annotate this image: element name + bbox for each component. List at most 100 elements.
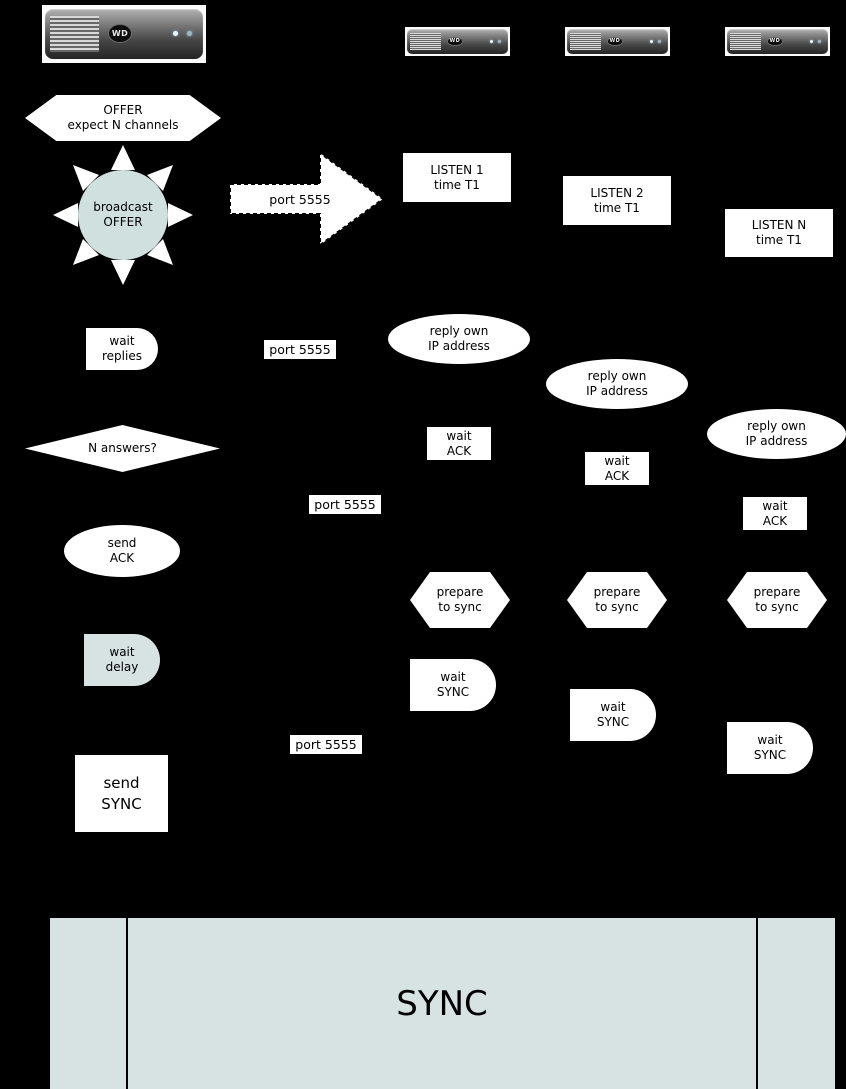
wait-sync-shape-n: wait SYNC [727,722,813,774]
reply-ip-ellipse-2: reply own IP address [546,359,688,409]
device-light-icon [497,39,501,43]
wait-ack-line1: wait [446,428,472,443]
wait-replies-line1: wait [109,334,135,348]
wait-delay-shape: wait delay [84,634,160,686]
media-player-device-2: WD [565,27,670,56]
reply-line1: reply own [587,369,647,383]
prepare-line2: to sync [755,600,799,614]
wait-ack-line1: wait [762,498,788,513]
device-body: WD [567,29,668,54]
sync-bar-label: SYNC [128,918,756,1089]
sync-bar-text: SYNC [396,983,488,1024]
prepare-sync-hex-1: prepare to sync [410,572,510,628]
send-ack-line1: send [107,536,137,550]
wait-sync-line2: SYNC [436,685,470,699]
prepare-line1: prepare [753,585,801,599]
reply-ip-ellipse-n: reply own IP address [707,409,846,459]
prepare-line2: to sync [438,600,482,614]
device-indicator-lights [649,39,661,43]
listen-line2: time T1 [756,233,802,247]
timeline-divider-right [756,918,758,1089]
wait-ack-box-n: wait ACK [743,497,807,530]
broadcast-offer-node: broadcast OFFER [78,170,168,260]
port-label-text: port 5555 [269,191,331,207]
listen-line2: time T1 [434,177,480,192]
send-ack-ellipse: send ACK [64,525,180,577]
device-light-icon [657,39,661,43]
listen-line1: LISTEN 1 [430,162,484,177]
device-vents [410,32,442,51]
wait-ack-line2: ACK [604,468,630,483]
wait-sync-line2: SYNC [753,748,787,762]
media-player-device-main: WD [42,5,206,63]
listen-line1: LISTEN 2 [590,185,644,200]
wait-sync-line1: wait [600,700,626,714]
send-sync-line2: SYNC [101,794,142,813]
reply-line2: IP address [586,384,648,398]
device-light-icon [172,30,178,36]
device-body: WD [727,29,828,54]
device-indicator-lights [489,39,501,43]
wd-logo: WD [607,36,623,46]
device-light-icon [489,39,493,43]
send-ack-line2: ACK [109,551,135,565]
listen-line1: LISTEN N [751,218,807,232]
wait-sync-line2: SYNC [596,715,630,729]
prepare-line1: prepare [436,585,484,599]
wait-replies-delay: wait replies [86,328,158,370]
listen-box-2: LISTEN 2 time T1 [563,176,671,225]
wd-logo: WD [108,24,132,43]
device-indicator-lights [809,39,821,43]
wait-sync-shape-2: wait SYNC [570,689,656,741]
wait-ack-box-1: wait ACK [427,427,491,460]
listen-line2: time T1 [594,200,640,215]
device-indicator-lights [172,29,192,38]
media-player-device-1: WD [405,27,510,56]
port-label-text: port 5555 [295,737,357,752]
listen-box-1: LISTEN 1 time T1 [403,153,511,202]
device-light-icon [649,39,653,43]
reply-ip-ellipse-1: reply own IP address [388,314,530,364]
reply-line1: reply own [747,419,806,433]
port-label-text: port 5555 [269,342,331,357]
wait-ack-line2: ACK [446,443,472,458]
wait-delay-line2: delay [105,660,139,674]
prepare-line2: to sync [595,600,639,614]
prepare-line1: prepare [593,585,641,599]
device-vents [570,32,602,51]
sync-timeline-bar: SYNC [50,918,835,1089]
port-label-2: port 5555 [309,495,381,514]
reply-line2: IP address [745,434,808,448]
wait-delay-line1: wait [109,645,135,659]
wait-sync-shape-1: wait SYNC [410,659,496,711]
offer-line2: expect N channels [67,118,179,132]
device-light-icon [817,39,821,43]
wait-ack-line2: ACK [762,513,788,528]
prepare-sync-hex-n: prepare to sync [727,572,827,628]
port-label-text: port 5555 [314,497,376,512]
port-label-1: port 5555 [264,340,336,359]
device-vents [730,32,762,51]
media-player-device-n: WD [725,27,830,56]
broadcast-line1: broadcast [93,200,153,214]
wait-ack-box-2: wait ACK [585,452,649,485]
offer-line1: OFFER [103,103,143,117]
listen-box-n: LISTEN N time T1 [725,209,833,257]
broadcast-line2: OFFER [103,215,143,229]
reply-line2: IP address [428,339,490,353]
broadcast-arrow-label: port 5555 [262,189,338,209]
wd-logo: WD [447,36,463,46]
send-sync-line1: send [103,773,140,792]
device-body: WD [407,29,508,54]
device-vents [49,16,99,52]
wait-replies-line2: replies [102,349,142,363]
wait-ack-line1: wait [604,453,630,468]
n-answers-decision: N answers? [25,425,220,472]
wait-sync-line1: wait [757,733,783,747]
wd-logo: WD [767,36,783,46]
timeline-divider-left [126,918,128,1089]
port-label-3: port 5555 [290,735,362,754]
reply-line1: reply own [429,324,489,338]
offer-preparation-shape: OFFER expect N channels [25,95,221,141]
